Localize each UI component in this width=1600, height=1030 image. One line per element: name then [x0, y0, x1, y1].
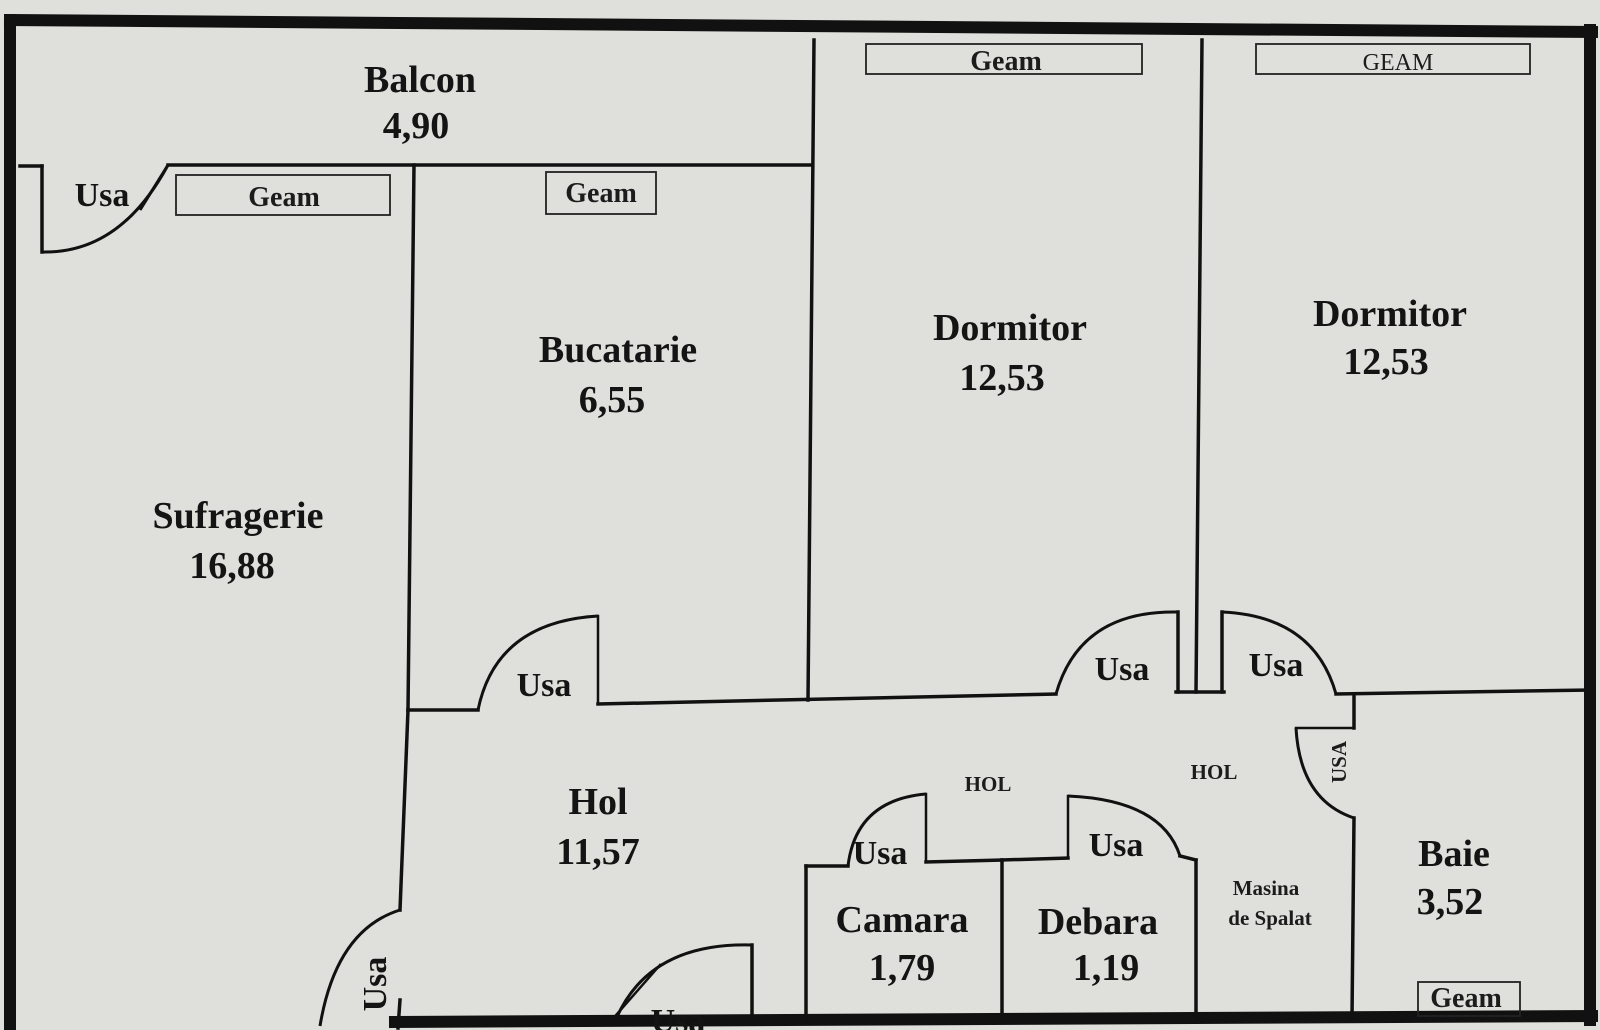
room-area-hol: 11,57 [556, 831, 639, 873]
window-bedroom2 [1255, 43, 1531, 75]
room-name-sufragerie: Sufragerie [153, 495, 324, 537]
window-label-bedroom1: Geam [970, 46, 1042, 77]
door-swings [41, 164, 1356, 1027]
window-label-living: Geam [248, 182, 320, 213]
window-label-bath: Geam [1430, 983, 1502, 1014]
window-bedroom1 [865, 43, 1143, 75]
room-name-baie: Baie [1418, 833, 1490, 875]
room-area-dormitor-1: 12,53 [959, 357, 1045, 399]
window-living [175, 174, 391, 216]
room-area-bucatarie: 6,55 [579, 379, 646, 421]
door-label-bedroom-1: Usa [1095, 651, 1150, 688]
room-name-camara: Camara [836, 899, 969, 941]
room-name-balcon: Balcon [364, 59, 476, 101]
hol-label-1: HOL [965, 772, 1012, 796]
masina-label-line2: de Spalat [1228, 906, 1311, 930]
room-name-hol: Hol [568, 781, 627, 823]
room-name-bucatarie: Bucatarie [539, 329, 697, 371]
room-area-dormitor-2: 12,53 [1343, 341, 1429, 383]
room-name-dormitor-1: Dormitor [933, 307, 1087, 349]
window-marks [175, 43, 1531, 1017]
door-label-bath: USA [1327, 740, 1351, 783]
door-label-debara: Usa [1089, 827, 1144, 864]
door-label-camara: Usa [853, 835, 908, 872]
room-area-sufragerie: 16,88 [189, 545, 275, 587]
room-name-dormitor-2: Dormitor [1313, 293, 1467, 335]
door-label-bedroom-2: Usa [1249, 647, 1304, 684]
hol-label-2: HOL [1191, 760, 1238, 784]
door-label-kitchen: Usa [517, 667, 572, 704]
interior-walls [18, 38, 1592, 1030]
room-area-camara: 1,79 [869, 947, 936, 989]
outer-walls [3, 13, 1599, 1030]
room-name-debara: Debara [1038, 901, 1158, 943]
door-label-entrance: Usa [651, 1003, 706, 1030]
room-area-balcon: 4,90 [383, 105, 450, 147]
room-area-baie: 3,52 [1417, 881, 1484, 923]
room-area-debara: 1,19 [1073, 947, 1140, 989]
door-label-balcony: Usa [75, 177, 130, 214]
window-kitchen [545, 171, 657, 215]
window-bath [1417, 981, 1521, 1017]
masina-label-line1: Masina [1233, 876, 1300, 900]
window-label-bedroom2: GEAM [1363, 50, 1434, 76]
window-label-kitchen: Geam [565, 178, 637, 209]
door-label-living: Usa [357, 957, 394, 1012]
